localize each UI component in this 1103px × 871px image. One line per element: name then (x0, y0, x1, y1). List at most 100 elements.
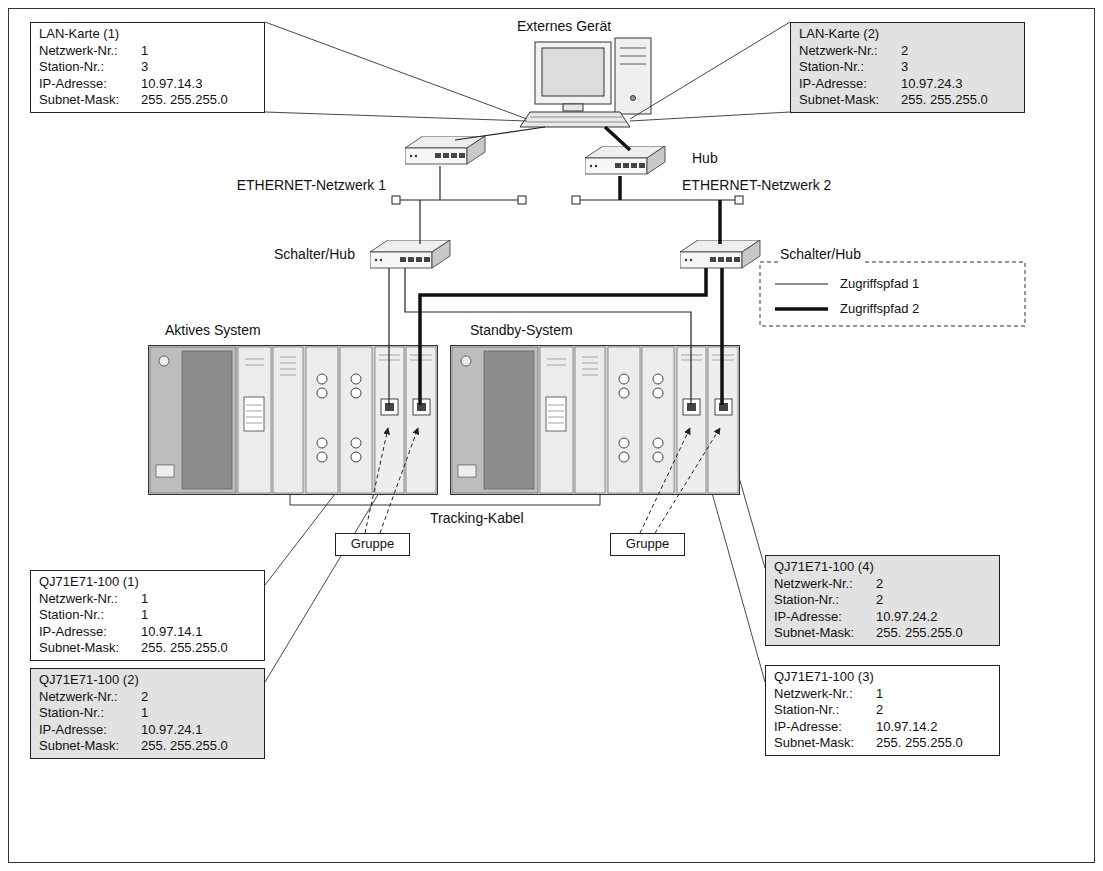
legend-sample-thick (775, 307, 828, 311)
hub-symbol (585, 146, 665, 174)
field-name: Netzwerk-Nr.: (39, 689, 137, 706)
field-name: IP-Adresse: (39, 624, 137, 641)
group-label: Gruppe (351, 536, 394, 552)
field-name: Station-Nr.: (39, 59, 137, 76)
field-name: IP-Adresse: (774, 719, 872, 736)
network-label: ETHERNET-Netzwerk 1 (235, 177, 388, 194)
field-name: Station-Nr.: (39, 607, 137, 624)
field-value: 255. 255.255.0 (876, 735, 963, 752)
field-name: Station-Nr.: (799, 59, 897, 76)
device-label: Hub (690, 150, 720, 167)
field-name: Subnet-Mask: (39, 738, 137, 755)
field-value: 10.97.14.1 (141, 624, 228, 641)
field-value: 3 (141, 59, 228, 76)
field-value: 2 (876, 702, 963, 719)
frame (9, 9, 1095, 863)
text-block: LAN-Karte (1)Netzwerk-Nr.:1Station-Nr.:3… (39, 26, 228, 109)
field-name: Station-Nr.: (774, 702, 872, 719)
cable-label: Tracking-Kabel (428, 510, 526, 527)
field-value: 10.97.14.2 (876, 719, 963, 736)
text-block: QJ71E71-100 (2)Netzwerk-Nr.:2Station-Nr.… (39, 672, 228, 755)
field-name: Netzwerk-Nr.: (799, 43, 897, 60)
field-value: 255. 255.255.0 (141, 738, 228, 755)
device-label: Schalter/Hub (778, 246, 863, 263)
field-value: 10.97.24.2 (876, 609, 963, 626)
field-name: IP-Adresse: (39, 722, 137, 739)
info-box: QJ71E71-100 (2)Netzwerk-Nr.:2Station-Nr.… (30, 668, 265, 759)
ethernet-lines (392, 196, 743, 204)
field-value: 255. 255.255.0 (141, 640, 228, 657)
info-box: LAN-Karte (2)Netzwerk-Nr.:2Station-Nr.:3… (790, 22, 1025, 113)
box-title: LAN-Karte (2) (799, 26, 988, 43)
text-block: LAN-Karte (2)Netzwerk-Nr.:2Station-Nr.:3… (799, 26, 988, 109)
box-title: LAN-Karte (1) (39, 26, 228, 43)
box-title: QJ71E71-100 (2) (39, 672, 228, 689)
field-name: Station-Nr.: (774, 592, 872, 609)
field-value: 1 (141, 607, 228, 624)
field-value: 1 (141, 591, 228, 608)
field-name: Netzwerk-Nr.: (774, 576, 872, 593)
text-block: Gruppe (626, 536, 669, 552)
field-value: 10.97.14.3 (141, 76, 228, 93)
field-name: Subnet-Mask: (774, 735, 872, 752)
group-tag: Gruppe (610, 533, 685, 556)
text-block: QJ71E71-100 (1)Netzwerk-Nr.:1Station-Nr.… (39, 574, 228, 657)
field-value: 2 (141, 689, 228, 706)
field-value: 10.97.24.3 (901, 76, 988, 93)
field-name: Subnet-Mask: (39, 92, 137, 109)
text-block: QJ71E71-100 (4)Netzwerk-Nr.:2Station-Nr.… (774, 559, 963, 642)
info-box: LAN-Karte (1)Netzwerk-Nr.:1Station-Nr.:3… (30, 22, 265, 113)
box-title: QJ71E71-100 (4) (774, 559, 963, 576)
field-name: IP-Adresse: (774, 609, 872, 626)
hub-symbol (405, 136, 485, 164)
text-block: QJ71E71-100 (3)Netzwerk-Nr.:1Station-Nr.… (774, 669, 963, 752)
box-title: QJ71E71-100 (1) (39, 574, 228, 591)
field-value: 3 (901, 59, 988, 76)
system-label: Aktives System (163, 322, 263, 339)
network-label: ETHERNET-Netzwerk 2 (680, 177, 833, 194)
plc-rack (451, 346, 740, 495)
field-value: 255. 255.255.0 (876, 625, 963, 642)
info-box: QJ71E71-100 (1)Netzwerk-Nr.:1Station-Nr.… (30, 570, 265, 661)
field-name: Netzwerk-Nr.: (39, 591, 137, 608)
field-value: 255. 255.255.0 (901, 92, 988, 109)
field-value: 1 (876, 686, 963, 703)
group-arrows (365, 428, 720, 533)
field-name: Station-Nr.: (39, 705, 137, 722)
group-tag: Gruppe (335, 533, 410, 556)
plc-rack (149, 346, 438, 495)
text-block: Gruppe (351, 536, 394, 552)
legend-text: Zugriffspfad 2 (840, 301, 919, 317)
field-value: 255. 255.255.0 (141, 92, 228, 109)
info-box: QJ71E71-100 (4)Netzwerk-Nr.:2Station-Nr.… (765, 555, 1000, 646)
switch-symbol (680, 240, 760, 268)
device-label: Schalter/Hub (272, 246, 357, 263)
field-value: 2 (876, 576, 963, 593)
field-name: Netzwerk-Nr.: (39, 43, 137, 60)
legend-box (760, 262, 1025, 326)
field-name: Subnet-Mask: (39, 640, 137, 657)
field-name: IP-Adresse: (799, 76, 897, 93)
field-value: 2 (876, 592, 963, 609)
system-label: Standby-System (468, 322, 575, 339)
legend-sample-thin (775, 283, 828, 284)
switch-symbol (370, 240, 450, 268)
field-value: 1 (141, 43, 228, 60)
field-value: 1 (141, 705, 228, 722)
field-value: 10.97.24.1 (141, 722, 228, 739)
field-value: 2 (901, 43, 988, 60)
tracking-cable (290, 495, 600, 505)
pc-illustration (520, 38, 651, 127)
field-name: Netzwerk-Nr.: (774, 686, 872, 703)
field-name: IP-Adresse: (39, 76, 137, 93)
group-label: Gruppe (626, 536, 669, 552)
box-title: QJ71E71-100 (3) (774, 669, 963, 686)
access-path-1 (389, 127, 691, 405)
info-box: QJ71E71-100 (3)Netzwerk-Nr.:1Station-Nr.… (765, 665, 1000, 756)
legend-text: Zugriffspfad 1 (840, 276, 919, 292)
access-path-2 (420, 127, 722, 405)
device-label: Externes Gerät (515, 18, 613, 35)
field-name: Subnet-Mask: (799, 92, 897, 109)
field-name: Subnet-Mask: (774, 625, 872, 642)
